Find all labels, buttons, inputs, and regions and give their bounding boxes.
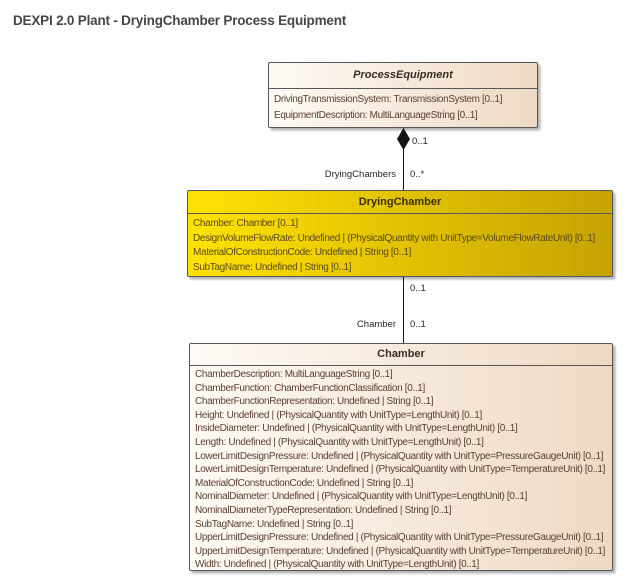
attribute-row: ChamberFunction: ChamberFunctionClassifi… (195, 382, 425, 394)
association-connector-line[interactable] (403, 277, 404, 343)
attribute-row: NominalDiameter: Undefined | (PhysicalQu… (195, 491, 528, 503)
association-target-multiplicity: 0..1 (410, 319, 426, 330)
attribute-row: LowerLimitDesignPressure: Undefined | (P… (195, 450, 604, 462)
composition-source-multiplicity: 0..1 (412, 136, 428, 147)
composition-connector-line[interactable] (403, 128, 404, 190)
attribute-row: Height: Undefined | (PhysicalQuantity wi… (195, 409, 482, 421)
association-target-role: Chamber (356, 319, 396, 330)
attribute-row: Length: Undefined | (PhysicalQuantity wi… (195, 436, 484, 448)
attribute-compartment: Chamber: Chamber [0..1] DesignVolumeFlow… (188, 214, 612, 275)
attribute-row: InsideDiameter: Undefined | (PhysicalQua… (195, 423, 518, 435)
attribute-row: MaterialOfConstructionCode: Undefined | … (193, 247, 412, 259)
class-name-chamber: Chamber (190, 344, 612, 366)
attribute-compartment: DrivingTransmissionSystem: TransmissionS… (269, 89, 537, 123)
attribute-row: ChamberFunctionRepresentation: Undefined… (195, 396, 434, 408)
attribute-row: UpperLimitDesignPressure: Undefined | (P… (195, 532, 604, 544)
attribute-row: LowerLimitDesignTemperature: Undefined |… (195, 464, 606, 476)
class-name-drying-chamber: DryingChamber (188, 191, 612, 214)
attribute-row: Width: Undefined | (PhysicalQuantity wit… (195, 559, 479, 571)
attribute-row: EquipmentDescription: MultiLanguageStrin… (274, 109, 478, 121)
attribute-row: SubTagName: Undefined | String [0..1] (195, 518, 354, 530)
attribute-row: DrivingTransmissionSystem: TransmissionS… (274, 94, 503, 105)
attribute-row: Chamber: Chamber [0..1] (193, 218, 298, 229)
attribute-row: DesignVolumeFlowRate: Undefined | (Physi… (193, 232, 595, 244)
class-name-process-equipment: ProcessEquipment (269, 63, 537, 89)
diagram-title: DEXPI 2.0 Plant - DryingChamber Process … (13, 13, 347, 28)
attribute-compartment: ChamberDescription: MultiLanguageString … (190, 366, 612, 572)
class-box-process-equipment[interactable]: ProcessEquipment DrivingTransmissionSyst… (268, 62, 538, 128)
class-box-drying-chamber[interactable]: DryingChamber Chamber: Chamber [0..1] De… (187, 190, 613, 277)
attribute-row: MaterialOfConstructionCode: Undefined | … (195, 477, 414, 489)
attribute-row: NominalDiameterTypeRepresentation: Undef… (195, 504, 452, 516)
composition-diamond-icon (397, 128, 410, 150)
composition-target-role: DryingChambers (324, 169, 396, 180)
class-box-chamber[interactable]: Chamber ChamberDescription: MultiLanguag… (189, 343, 613, 571)
attribute-row: SubTagName: Undefined | String [0..1] (193, 261, 352, 273)
association-source-multiplicity: 0..1 (410, 283, 426, 294)
attribute-row: UpperLimitDesignTemperature: Undefined |… (195, 545, 606, 557)
attribute-row: ChamberDescription: MultiLanguageString … (195, 369, 393, 380)
composition-target-multiplicity: 0..* (410, 169, 425, 180)
